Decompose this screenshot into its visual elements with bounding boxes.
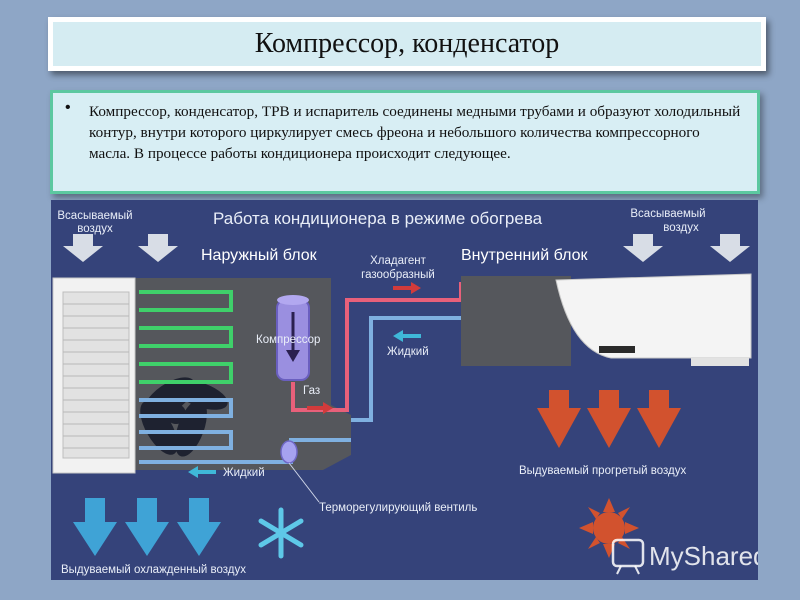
- liquid-label-bottom: Жидкий: [223, 467, 265, 479]
- bullet-point: •: [65, 99, 71, 116]
- refrigerant-label-line2: газообразный: [361, 269, 435, 281]
- slide-title: Компрессор, конденсатор: [254, 28, 560, 59]
- intake-arrows-right: [623, 234, 750, 262]
- outdoor-unit-label: Наружный блок: [201, 247, 318, 264]
- intake-air-left-line2: воздух: [77, 223, 113, 235]
- slide-text-box: • Компрессор, конденсатор, ТРВ и испарит…: [50, 90, 760, 194]
- slide-title-box: Компрессор, конденсатор: [48, 17, 766, 71]
- warm-air-label: Выдуваемый прогретый воздух: [519, 465, 686, 477]
- outdoor-unit-casing: [52, 277, 136, 474]
- warm-air-arrow-icon: [537, 390, 581, 448]
- cool-air-arrow-icon: [125, 498, 169, 556]
- valve-icon: [280, 440, 298, 464]
- refrigerant-label-line1: Хладагент: [370, 255, 427, 267]
- valve-label: Терморегулирующий вентиль: [319, 502, 477, 514]
- cool-air-arrows: [73, 498, 221, 556]
- intake-air-right-line2: воздух: [663, 222, 699, 234]
- intake-arrow-icon: [138, 234, 178, 262]
- snowflake-icon: [258, 507, 304, 559]
- gas-flow-arrow-icon: [307, 402, 333, 414]
- intake-arrows-left: [63, 234, 178, 262]
- diagram-title: Работа кондиционера в режиме обогрева: [213, 209, 543, 228]
- warm-air-arrows: [537, 390, 681, 448]
- intake-air-right-line1: Всасываемый: [630, 208, 705, 220]
- gas-label: Газ: [303, 385, 320, 397]
- intake-air-left-line1: Всасываемый: [57, 210, 132, 222]
- compressor-label: Компрессор: [256, 334, 320, 346]
- indoor-unit-body: [461, 276, 571, 366]
- cool-air-arrow-icon: [73, 498, 117, 556]
- sun-icon: [579, 498, 639, 558]
- outdoor-blue-coil: [139, 398, 233, 450]
- valve-pointer-line: [288, 462, 320, 503]
- watermark-text: MyShared: [649, 541, 758, 571]
- watermark-logo: MyShared: [611, 538, 758, 575]
- indoor-unit-casing: [555, 273, 752, 366]
- air-conditioner-diagram: Работа кондиционера в режиме обогрева Вс…: [51, 200, 758, 580]
- intake-arrow-icon: [623, 234, 663, 262]
- intake-arrow-icon: [710, 234, 750, 262]
- liquid-flow-arrow-bottom-icon: [188, 466, 216, 478]
- intake-arrow-icon: [63, 234, 103, 262]
- refrigerant-flow-arrow-icon: [393, 282, 421, 294]
- compressor-icon: [276, 295, 310, 381]
- warm-air-arrow-icon: [587, 390, 631, 448]
- liquid-flow-arrow-top-icon: [393, 330, 421, 342]
- cool-air-label: Выдуваемый охлажденный воздух: [61, 564, 246, 576]
- indoor-unit-label: Внутренний блок: [461, 247, 588, 264]
- liquid-label-top: Жидкий: [387, 346, 429, 358]
- cool-air-arrow-icon: [177, 498, 221, 556]
- slide-body-text: Компрессор, конденсатор, ТРВ и испарител…: [89, 103, 741, 162]
- warm-air-arrow-icon: [637, 390, 681, 448]
- outdoor-green-coil: [139, 290, 233, 384]
